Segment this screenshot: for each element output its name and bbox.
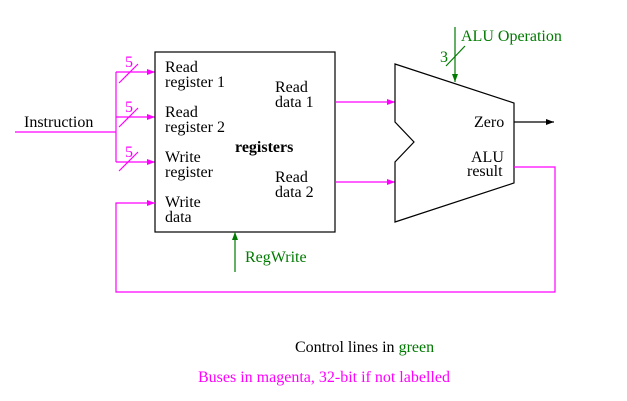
legend-control-prefix: Control lines in [295, 339, 399, 356]
bus-width-label-rr2: 5 [125, 99, 133, 116]
alu [394, 63, 515, 223]
port-read-data-1-l2: data 1 [275, 94, 314, 111]
bus-width-slash-rr1 [118, 63, 139, 84]
instruction-label: Instruction [24, 114, 93, 131]
port-write-register-l1: Write [165, 149, 201, 166]
alu-zero-label: Zero [474, 114, 504, 131]
bus-width-slash-wr [118, 151, 139, 172]
legend-control: Control lines in green [275, 339, 446, 356]
alu-operation-label: ALU Operation [461, 28, 562, 45]
port-read-register-2-l1: Read [165, 104, 198, 121]
alu-result-label-l2: result [467, 163, 503, 180]
alu-operation-width-slash [445, 45, 466, 67]
bus-width-label-wr: 5 [125, 144, 133, 161]
legend-bus-note: Buses in magenta, 32-bit if not labelled [198, 369, 450, 386]
port-read-register-1-l1: Read [165, 59, 198, 76]
regwrite-label: RegWrite [245, 249, 307, 266]
register-file-title: registers [235, 139, 293, 156]
port-read-data-2-l1: Read [275, 169, 308, 186]
bus-width-label-rr1: 5 [125, 54, 133, 71]
port-write-data-l2: data [165, 209, 192, 226]
alu-operation-arrowhead [452, 74, 458, 82]
alu-result-label-l1: ALU [471, 149, 504, 166]
port-write-register-l2: register [165, 164, 214, 181]
port-read-data-1-l1: Read [275, 79, 308, 96]
port-read-register-2-l2: register 2 [165, 119, 225, 136]
alu-result-feedback-bus [115, 166, 556, 293]
bus-width-slash-rr2 [118, 107, 139, 128]
regwrite-arrowhead [232, 232, 238, 240]
register-file [154, 51, 336, 233]
port-read-data-2-l2: data 2 [275, 184, 314, 201]
port-read-register-1-l2: register 1 [165, 74, 225, 91]
alu-operation-width-label: 3 [440, 49, 448, 66]
legend-control-word: green [399, 339, 435, 356]
port-write-data-l1: Write [165, 194, 201, 211]
